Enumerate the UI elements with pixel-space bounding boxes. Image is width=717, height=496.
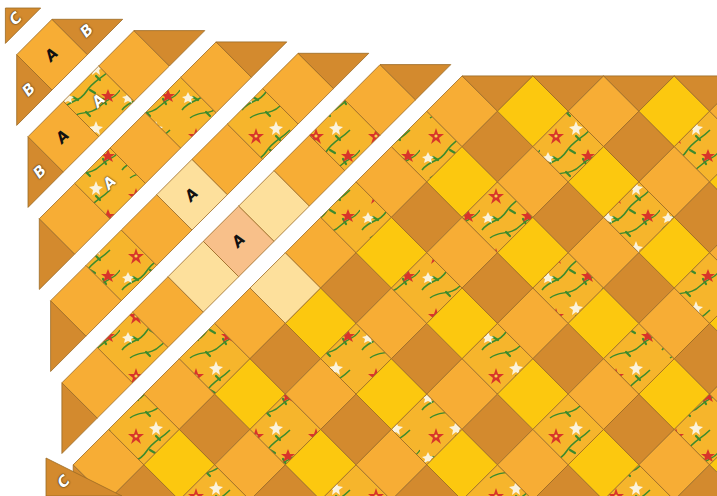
quilt-patch — [710, 217, 717, 288]
quilt-patch — [674, 323, 717, 394]
quilt-patch — [134, 31, 205, 66]
quilt-patch — [216, 42, 287, 77]
quilt-patch — [710, 147, 717, 218]
quilt-patch — [380, 65, 451, 100]
quilt-patch — [52, 19, 123, 54]
quilt-patch — [710, 359, 717, 430]
quilt-patch — [710, 288, 717, 359]
quilt-patch — [674, 111, 717, 182]
quilt-patch — [674, 182, 717, 253]
quilt-patch — [298, 53, 369, 88]
quilt-patch — [710, 429, 717, 496]
quilt-patch — [674, 394, 717, 465]
quilt-patch — [674, 76, 717, 111]
quilt-patch — [674, 465, 717, 496]
corner-triangle — [46, 458, 122, 496]
quilt-patch — [674, 253, 717, 324]
quilt-patch — [710, 76, 717, 147]
